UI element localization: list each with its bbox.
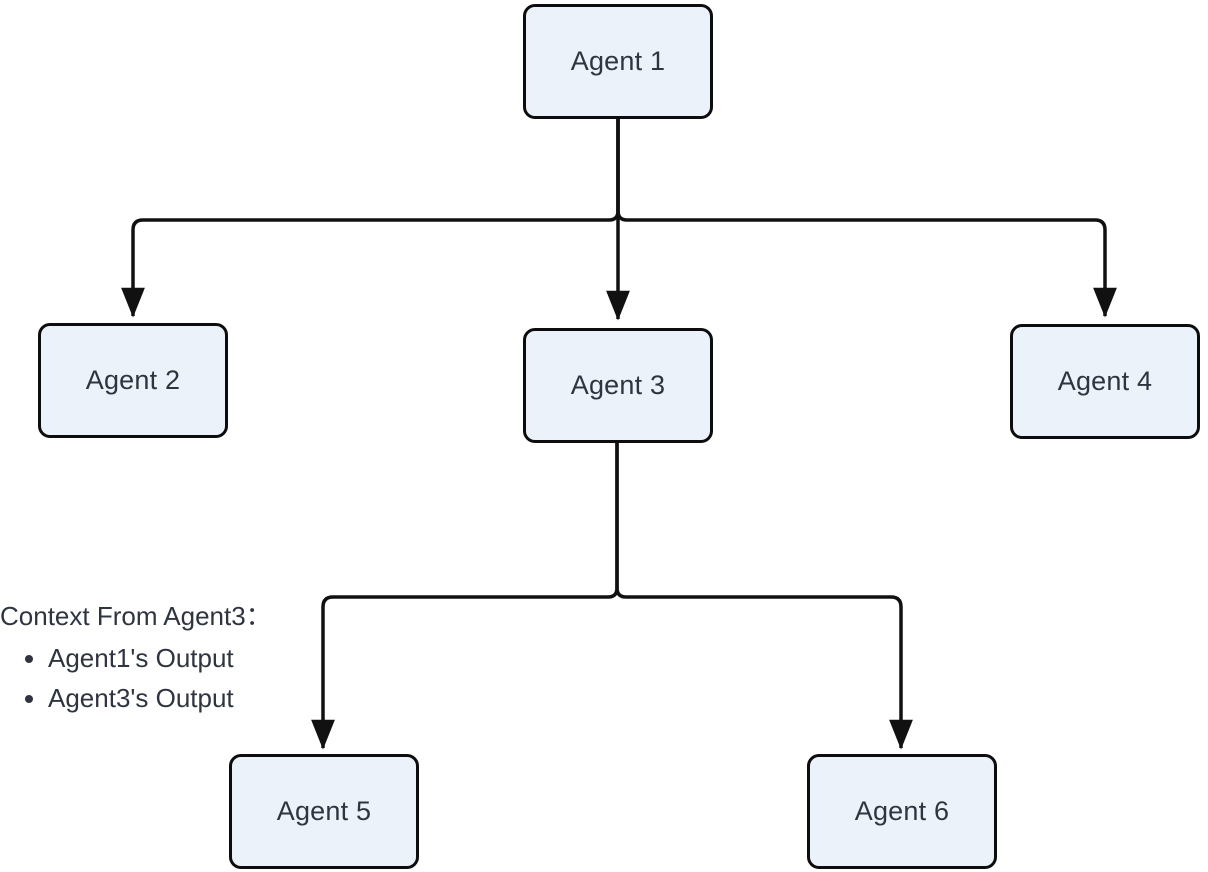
node-agent-4: Agent 4 [1010,324,1200,439]
annotation-bullet-list: Agent1's Output Agent3's Output [0,638,272,718]
edge-agent3-agent5 [311,443,619,750]
context-annotation: Context From Agent3： Agent1's Output Age… [0,598,272,718]
node-agent-2-label: Agent 2 [85,365,181,395]
node-agent-5: Agent 5 [229,754,419,869]
edge-agent1-agent2 [121,118,620,318]
node-agent-1: Agent 1 [523,4,713,119]
annotation-title: Context From Agent3： [0,601,272,631]
node-agent-6-label: Agent 6 [854,796,950,826]
annotation-bullet-item: Agent1's Output [48,638,272,678]
node-agent-3: Agent 3 [523,328,713,443]
node-agent-3-label: Agent 3 [570,370,666,400]
edge-agent3-agent6 [615,443,913,750]
node-agent-2: Agent 2 [38,323,228,438]
node-agent-4-label: Agent 4 [1057,366,1153,396]
edge-agent1-agent4 [616,118,1117,318]
node-agent-6: Agent 6 [807,754,997,869]
node-agent-5-label: Agent 5 [276,796,372,826]
node-agent-1-label: Agent 1 [570,46,666,76]
annotation-bullet-item: Agent3's Output [48,678,272,718]
